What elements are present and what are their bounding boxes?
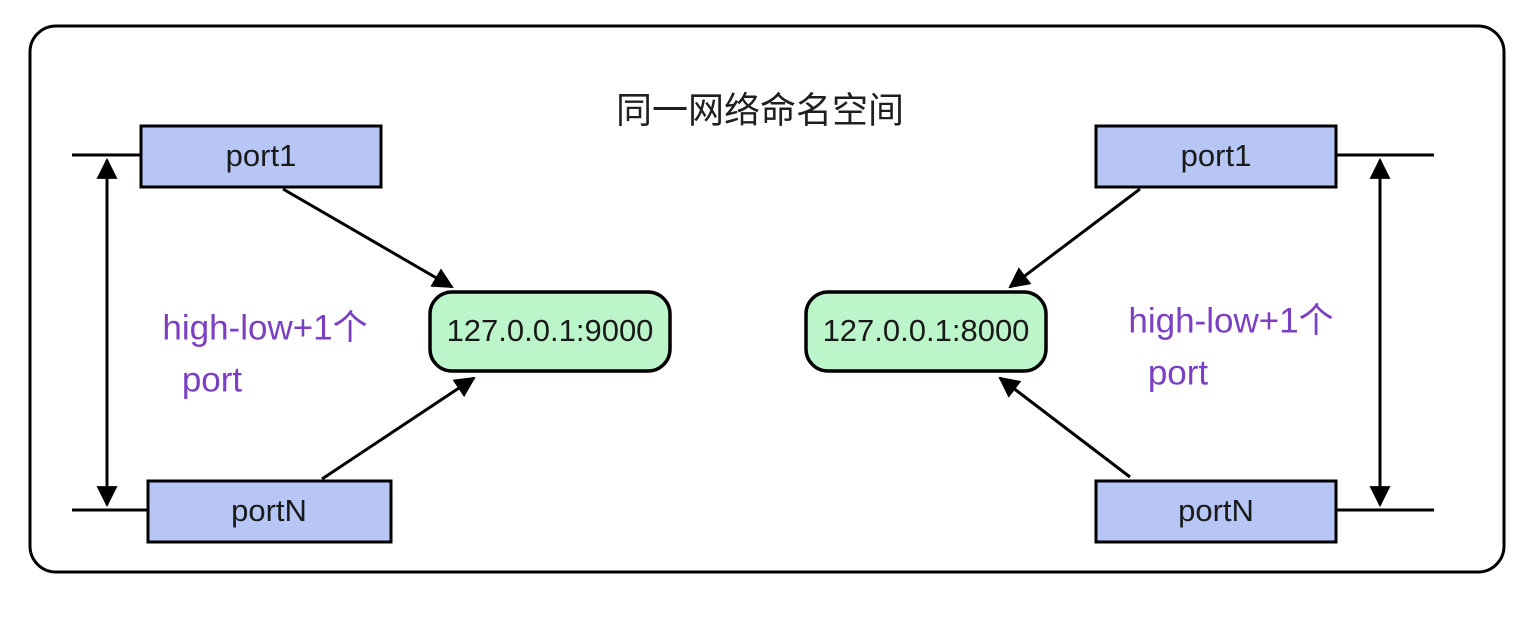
right-port-last-node[interactable]: portN [1094, 479, 1338, 544]
right-range-line2: port [1148, 353, 1209, 392]
right-range-line1: high-low+1个 [1128, 301, 1333, 340]
right-port-first-node[interactable]: port1 [1094, 124, 1338, 189]
right-port-first-label: port1 [1181, 138, 1252, 173]
right-endpoint-rect [804, 290, 1048, 373]
left-port-last-rect [146, 479, 393, 544]
right-endpoint-node[interactable]: 127.0.0.1:8000 [804, 290, 1048, 373]
left-port-first-label: port1 [226, 138, 297, 173]
left-edge-port-last-to-endpoint [321, 376, 476, 481]
left-edge-port-first-to-endpoint [282, 187, 454, 289]
left-endpoint-node[interactable]: 127.0.0.1:9000 [428, 290, 672, 373]
left-range-line1: high-low+1个 [162, 308, 367, 347]
left-range-line2: port [182, 360, 243, 399]
right-range-annotation: high-low+1个 port [1128, 301, 1333, 392]
left-endpoint-label: 127.0.0.1:9000 [447, 313, 654, 348]
right-endpoint-label: 127.0.0.1:8000 [823, 313, 1030, 348]
right-port-last-rect [1094, 479, 1338, 544]
right-port-first-rect [1094, 124, 1338, 189]
left-endpoint-rect [428, 290, 672, 373]
page-title: 同一网络命名空间 [616, 90, 904, 131]
left-port-first-rect [139, 124, 383, 189]
left-port-first-node[interactable]: port1 [139, 124, 383, 189]
right-edge-port-first-to-endpoint [1008, 187, 1141, 289]
right-port-last-label: portN [1178, 493, 1254, 528]
left-port-last-node[interactable]: portN [146, 479, 393, 544]
right-edge-port-last-to-endpoint [998, 376, 1131, 479]
left-range-annotation: high-low+1个 port [162, 308, 367, 399]
left-port-last-label: portN [231, 493, 307, 528]
